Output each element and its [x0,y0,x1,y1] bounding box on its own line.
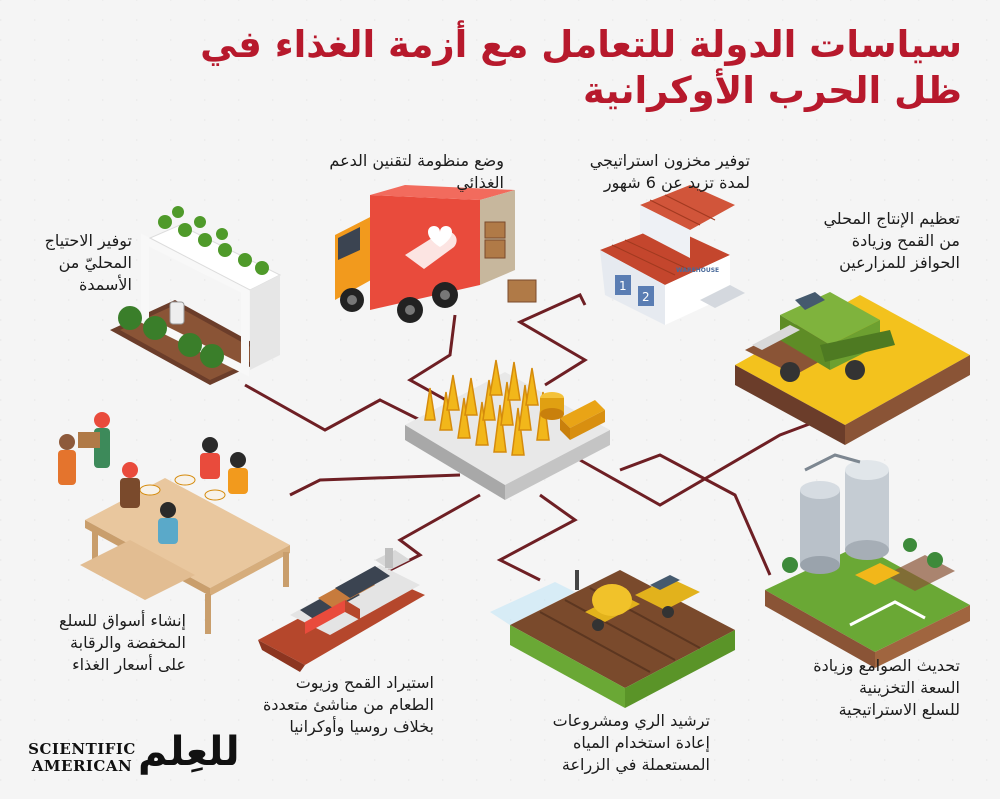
dock-number-1: 1 [619,279,627,293]
logo-line-scientific: SCIENTIFIC [28,740,136,758]
arabic-logo: للعِلم [138,729,240,775]
market-icon [58,412,290,634]
connector-irrigation [496,493,578,582]
policy-caption-markets: إنشاء أسواق للسلع المخفضة والرقابة على أ… [59,611,186,674]
policy-caption-food-support: وضع منظومة لتقنين الدعم الغذائي [329,151,504,192]
policy-caption-fertilizer: توفير الاحتياج المحليّ من الأسمدة [44,231,132,294]
irrigation-icon [490,570,735,708]
policy-caption-irrigation: ترشيد الري ومشروعات إعادة استخدام المياه… [552,711,710,774]
warehouse-sign: WAREHOUSE [676,267,719,274]
connector-food-support [407,314,457,407]
wheat-hub-icon [405,359,610,500]
infographic-title: سياسات الدولة للتعامل مع أزمة الغذاء في … [200,23,962,112]
policy-caption-imports: استيراد القمح وزيوت الطعام من مناشئ متعد… [263,673,434,736]
connector-reserve [516,293,588,387]
scientific-american-logo: SCIENTIFIC AMERICAN [26,741,138,775]
connector-markets [289,473,461,497]
truck-icon [335,185,537,323]
connector-silos [619,453,772,576]
logo-line-american: AMERICAN [31,757,133,775]
policy-caption-silos: تحديث الصوامع وزيادة السعة التخزينية للس… [813,656,960,719]
harvester-icon [735,292,970,445]
warehouse-icon: 1 2 WAREHOUSE [600,185,745,325]
cargo-ship-icon [258,548,425,672]
connector-lines [244,293,821,582]
greenhouse-icon [110,206,282,385]
dock-number-2: 2 [642,290,650,304]
policy-caption-reserve: توفير مخزون استراتيجي لمدة تزيد عن 6 شهو… [589,151,750,192]
policy-caption-wheat-production: تعظيم الإنتاج المحلي من القمح وزيادة الح… [823,209,960,272]
connector-wheat-production [579,418,821,507]
silo-icon [765,453,970,668]
connector-fertilizer [244,383,421,432]
